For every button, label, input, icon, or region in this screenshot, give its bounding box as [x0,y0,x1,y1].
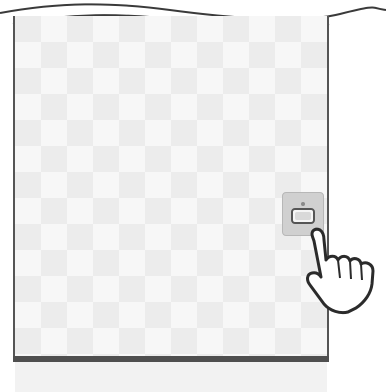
checkerboard-panel [13,16,329,357]
bottom-strip [15,362,327,392]
hand-pointer-icon [292,224,384,316]
